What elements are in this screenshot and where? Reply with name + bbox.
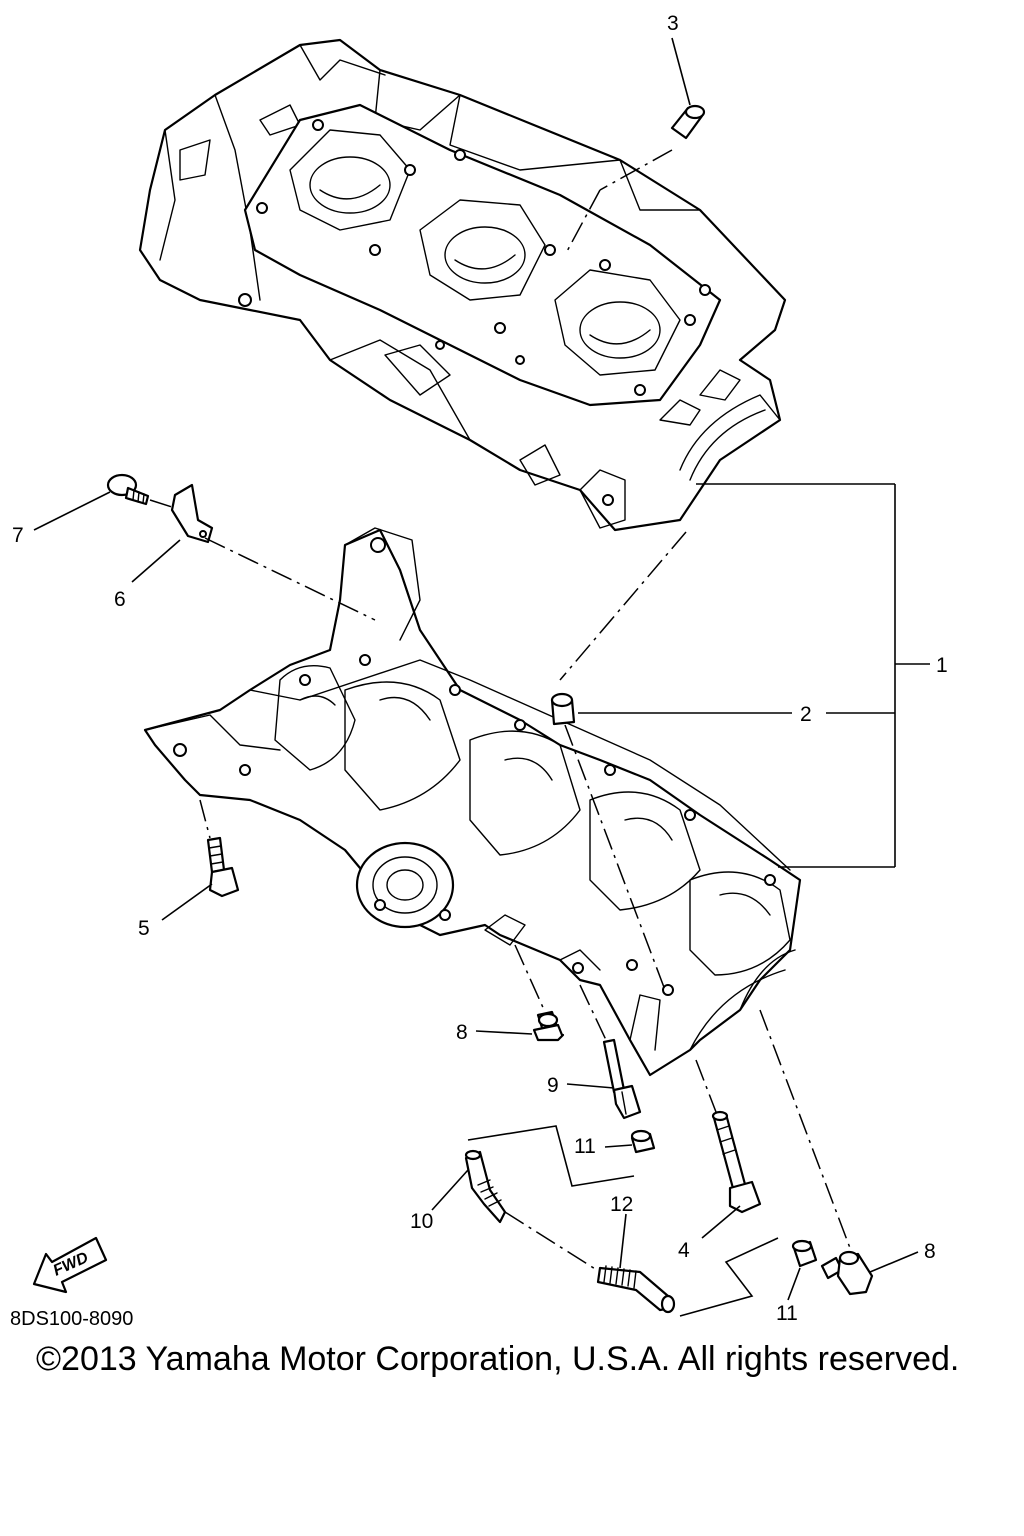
- callout-4: 4: [678, 1239, 690, 1262]
- part-3-dowel-pin: [670, 104, 706, 140]
- leader-lines: [33, 37, 930, 1317]
- callout-10: 10: [410, 1210, 433, 1233]
- part-7-bolt: [106, 473, 150, 506]
- callout-12: 12: [610, 1193, 633, 1216]
- part-6-bracket: [170, 483, 214, 544]
- fwd-direction-arrow: FWD: [32, 1236, 108, 1294]
- callout-8-lower: 8: [924, 1240, 936, 1263]
- part-2-dowel-pin: [550, 692, 576, 726]
- lower-crankcase-half: [143, 527, 802, 1077]
- part-8-elbow-fitting: [820, 1250, 874, 1296]
- part-4-long-bolt: [711, 1110, 762, 1214]
- part-11-cap-lower: [791, 1239, 818, 1268]
- callout-9: 9: [547, 1074, 559, 1097]
- part-11-cap-upper: [630, 1129, 656, 1154]
- part-10-hose: [464, 1149, 507, 1224]
- part-8-fitting-upper: [532, 1010, 565, 1042]
- part-12-spring-pipe: [596, 1265, 676, 1314]
- callout-11-lower: 11: [776, 1302, 798, 1325]
- copyright-notice: ©2013 Yamaha Motor Corporation, U.S.A. A…: [36, 1340, 960, 1378]
- part-5-bolt: [206, 836, 240, 898]
- diagram-code: 8DS100-8090: [10, 1308, 134, 1330]
- callout-11-upper: 11: [574, 1135, 596, 1158]
- callout-3: 3: [667, 12, 679, 35]
- callout-8-upper: 8: [456, 1021, 468, 1044]
- callout-5: 5: [138, 917, 150, 940]
- callout-2: 2: [800, 703, 812, 726]
- assembly-lines: [149, 149, 851, 1273]
- part-9-long-bolt: [602, 1038, 642, 1120]
- callout-6: 6: [114, 588, 126, 611]
- upper-crankcase-half: [138, 38, 787, 532]
- callout-1: 1: [936, 654, 948, 677]
- callout-7: 7: [12, 524, 24, 547]
- callout-labels: 3 7 6 1 2 5 8 9 11 12 10 4 8 11: [12, 12, 948, 1325]
